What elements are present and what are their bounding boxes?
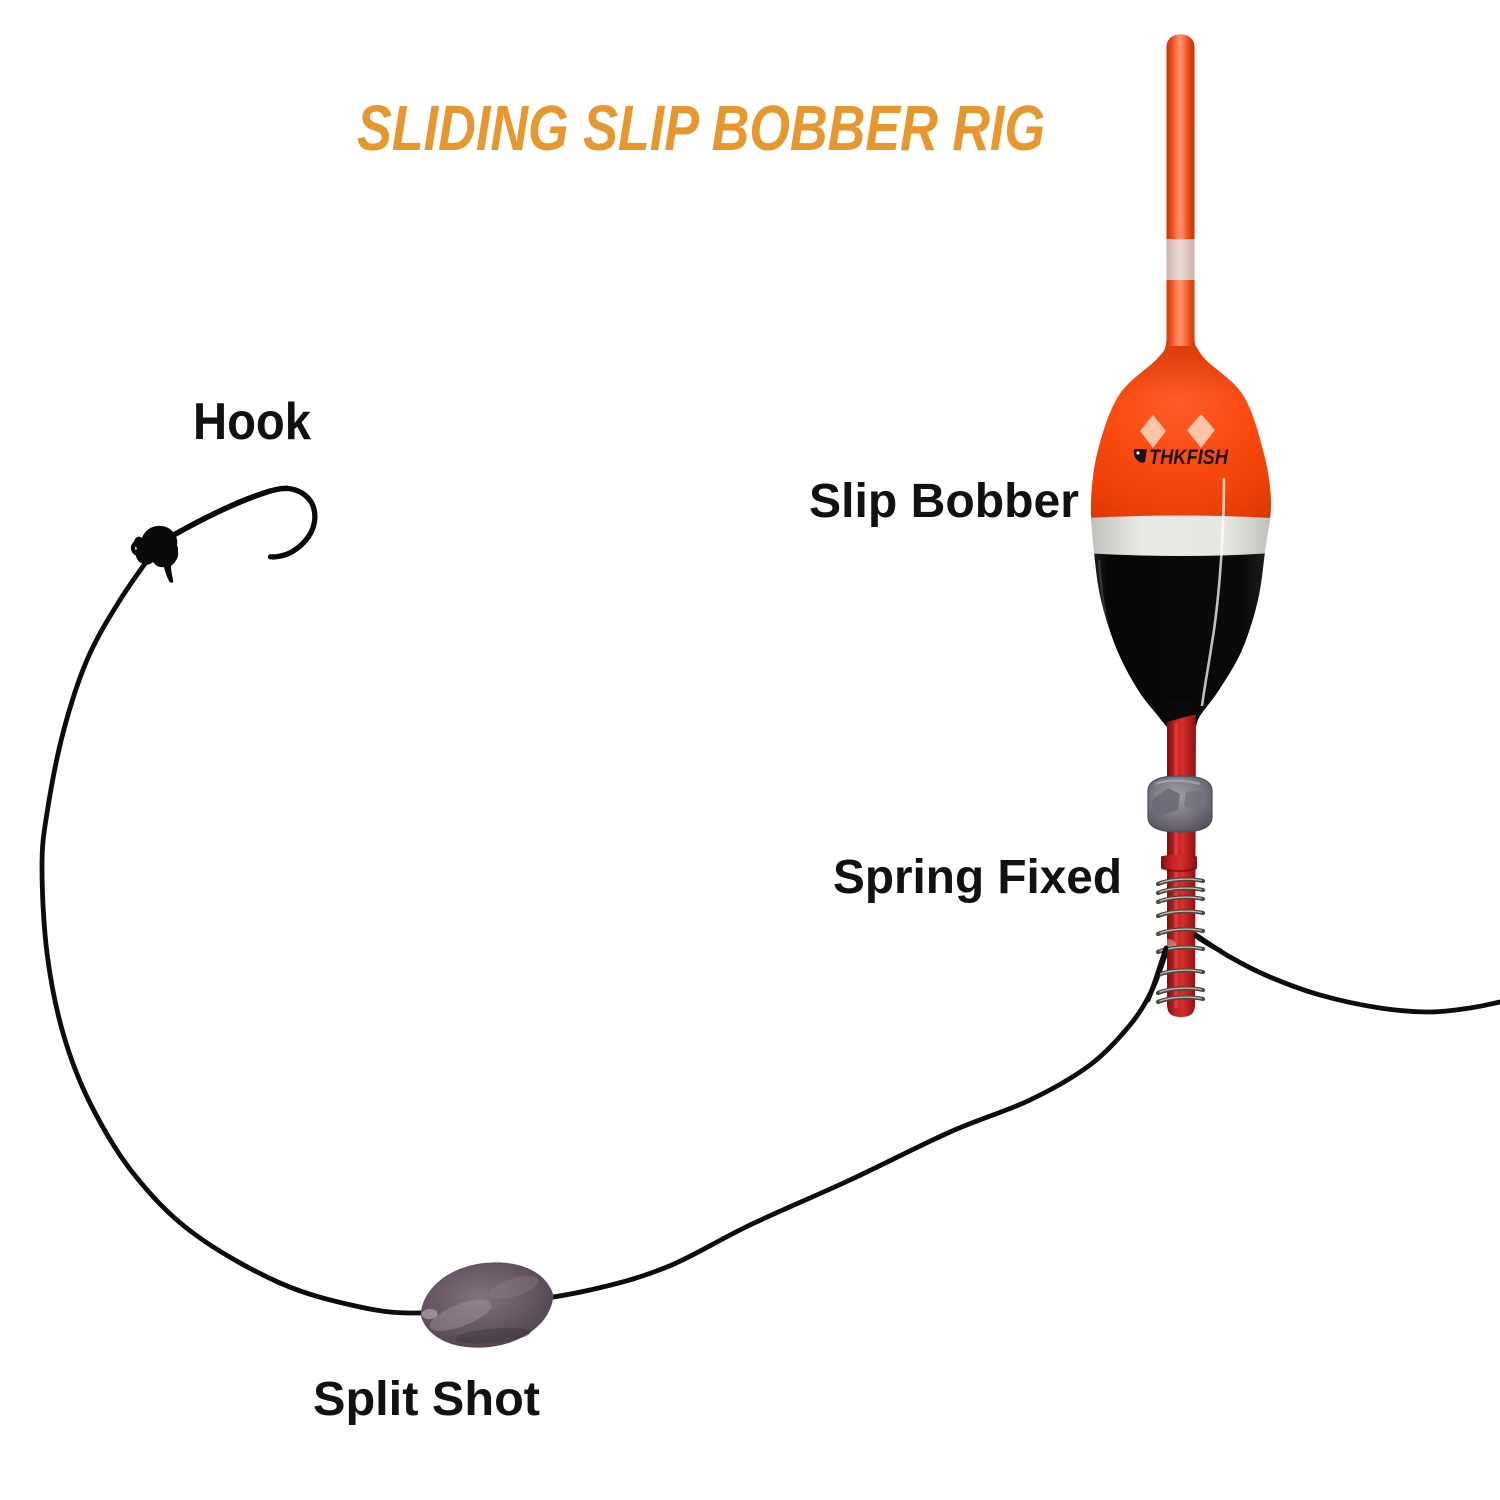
svg-text:Hook: Hook: [193, 393, 311, 451]
svg-text:THKFISH: THKFISH: [1149, 446, 1229, 469]
svg-text:Split Shot: Split Shot: [313, 1373, 540, 1426]
svg-text:SLIDING SLIP BOBBER RIG: SLIDING SLIP BOBBER RIG: [357, 92, 1045, 164]
svg-text:Spring Fixed: Spring Fixed: [833, 851, 1122, 904]
svg-text:Slip Bobber: Slip Bobber: [809, 475, 1079, 528]
